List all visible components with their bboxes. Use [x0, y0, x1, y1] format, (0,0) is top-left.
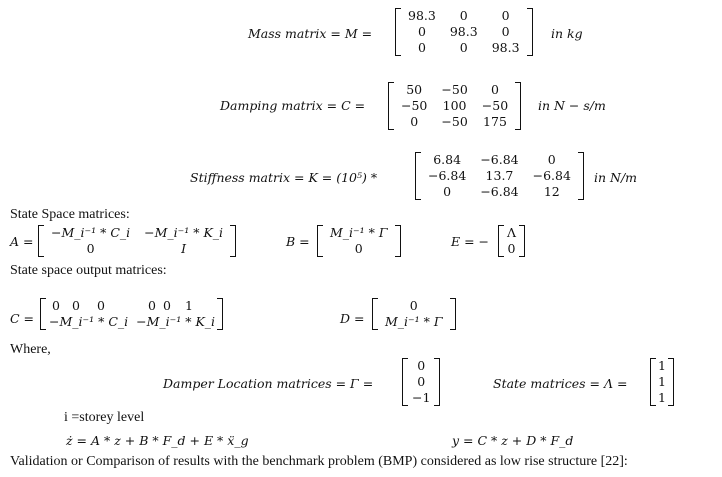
storey-note: i =storey level: [64, 410, 145, 425]
stiffness-cell: 0: [443, 184, 452, 199]
state-matrix: 1 1 1: [650, 358, 674, 406]
state-cell: 1: [658, 390, 666, 405]
a-matrix: −M_i⁻¹ * C_i −M_i⁻¹ * K_i 0 I: [38, 225, 237, 257]
damping-unit: in N − s/m: [538, 98, 606, 113]
stiffness-cell: 13.7: [485, 168, 514, 183]
c-cell: 0: [148, 298, 156, 313]
stiffness-cell: 6.84: [433, 152, 462, 167]
stiffness-cell: −6.84: [532, 168, 571, 183]
e-cell: Λ: [507, 225, 517, 240]
b-cell: M_i⁻¹ * Γ: [330, 225, 388, 240]
damping-cell: 175: [483, 114, 507, 129]
a-cell: −M_i⁻¹ * K_i: [144, 225, 224, 240]
damper-location-matrix: 0 0 −1: [402, 358, 441, 406]
b-matrix: M_i⁻¹ * Γ 0: [317, 225, 401, 257]
output-heading: State space output matrices:: [10, 263, 167, 278]
state-matrices-label: State matrices = Λ =: [493, 376, 628, 391]
mass-cell: 0: [501, 8, 510, 23]
damper-label: Damper Location matrices = Γ =: [163, 376, 374, 391]
c-cell: −M_i⁻¹ * K_i: [136, 314, 216, 329]
stiffness-cell: −6.84: [480, 152, 519, 167]
damping-cell: −50: [441, 82, 468, 97]
damping-cell: 50: [406, 82, 423, 97]
damper-cell: 0: [417, 358, 426, 373]
d-cell: 0: [409, 298, 418, 313]
c-cell: 1: [185, 298, 193, 313]
mass-cell: 98.3: [408, 8, 436, 23]
state-cell: 1: [658, 358, 666, 373]
validation-text: Validation or Comparison of results with…: [10, 454, 628, 469]
c-cell: 0: [97, 298, 105, 313]
a-cell: 0: [86, 241, 95, 256]
c-cell: 0: [163, 298, 171, 313]
mass-cell: 0: [417, 40, 426, 55]
b-cell: 0: [354, 241, 363, 256]
d-matrix-label: D =: [340, 311, 365, 326]
e-matrix: Λ 0: [498, 225, 526, 257]
damping-cell: −50: [441, 114, 468, 129]
mass-matrix-label: Mass matrix = M =: [248, 26, 373, 41]
stiffness-cell: 12: [543, 184, 560, 199]
state-space-heading: State Space matrices:: [10, 207, 130, 222]
a-cell: −M_i⁻¹ * C_i: [51, 225, 131, 240]
mass-cell: 0: [417, 24, 426, 39]
stiffness-cell: −6.84: [428, 168, 467, 183]
damping-cell: −50: [401, 98, 428, 113]
stiffness-cell: 0: [547, 152, 556, 167]
e-cell: 0: [507, 241, 516, 256]
c-cell: −M_i⁻¹ * C_i: [49, 314, 129, 329]
d-matrix: 0 M_i⁻¹ * Γ: [372, 298, 456, 330]
damping-cell: 0: [491, 82, 499, 97]
c-matrix-label: C =: [10, 311, 35, 326]
damping-cell: −50: [481, 98, 509, 113]
damping-cell: 0: [410, 114, 419, 129]
state-cell: 1: [658, 374, 666, 389]
mass-cell: 98.3: [491, 40, 520, 55]
damping-cell: 100: [442, 98, 467, 113]
output-equation: y = C * z + D * F_d: [452, 433, 574, 448]
a-matrix-label: A =: [10, 234, 34, 249]
mass-cell: 98.3: [449, 24, 478, 39]
stiffness-matrix-label: Stiffness matrix = K = (10⁵) *: [190, 170, 378, 185]
a-cell: I: [181, 241, 187, 256]
mass-cell: 0: [459, 40, 468, 55]
mass-cell: 0: [501, 24, 510, 39]
b-matrix-label: B =: [286, 234, 310, 249]
damper-cell: 0: [417, 374, 426, 389]
d-cell: M_i⁻¹ * Γ: [385, 314, 443, 329]
damper-cell: −1: [412, 390, 431, 405]
e-matrix-label: E = −: [451, 234, 490, 249]
damping-matrix-label: Damping matrix = C =: [220, 98, 366, 113]
stiffness-unit: in N/m: [594, 170, 638, 185]
stiffness-cell: −6.84: [480, 184, 519, 199]
mass-unit: in kg: [551, 26, 583, 41]
state-equation: ż = A * z + B * F_d + E * ẍ_g: [66, 433, 249, 448]
mass-cell: 0: [459, 8, 468, 23]
c-cell: 0: [72, 298, 80, 313]
c-cell: 0: [52, 298, 60, 313]
where-text: Where,: [10, 342, 51, 357]
c-matrix: 0 0 0 0 0 1 −M_i⁻¹ * C_i −M_i⁻¹ * K_i: [40, 298, 224, 330]
